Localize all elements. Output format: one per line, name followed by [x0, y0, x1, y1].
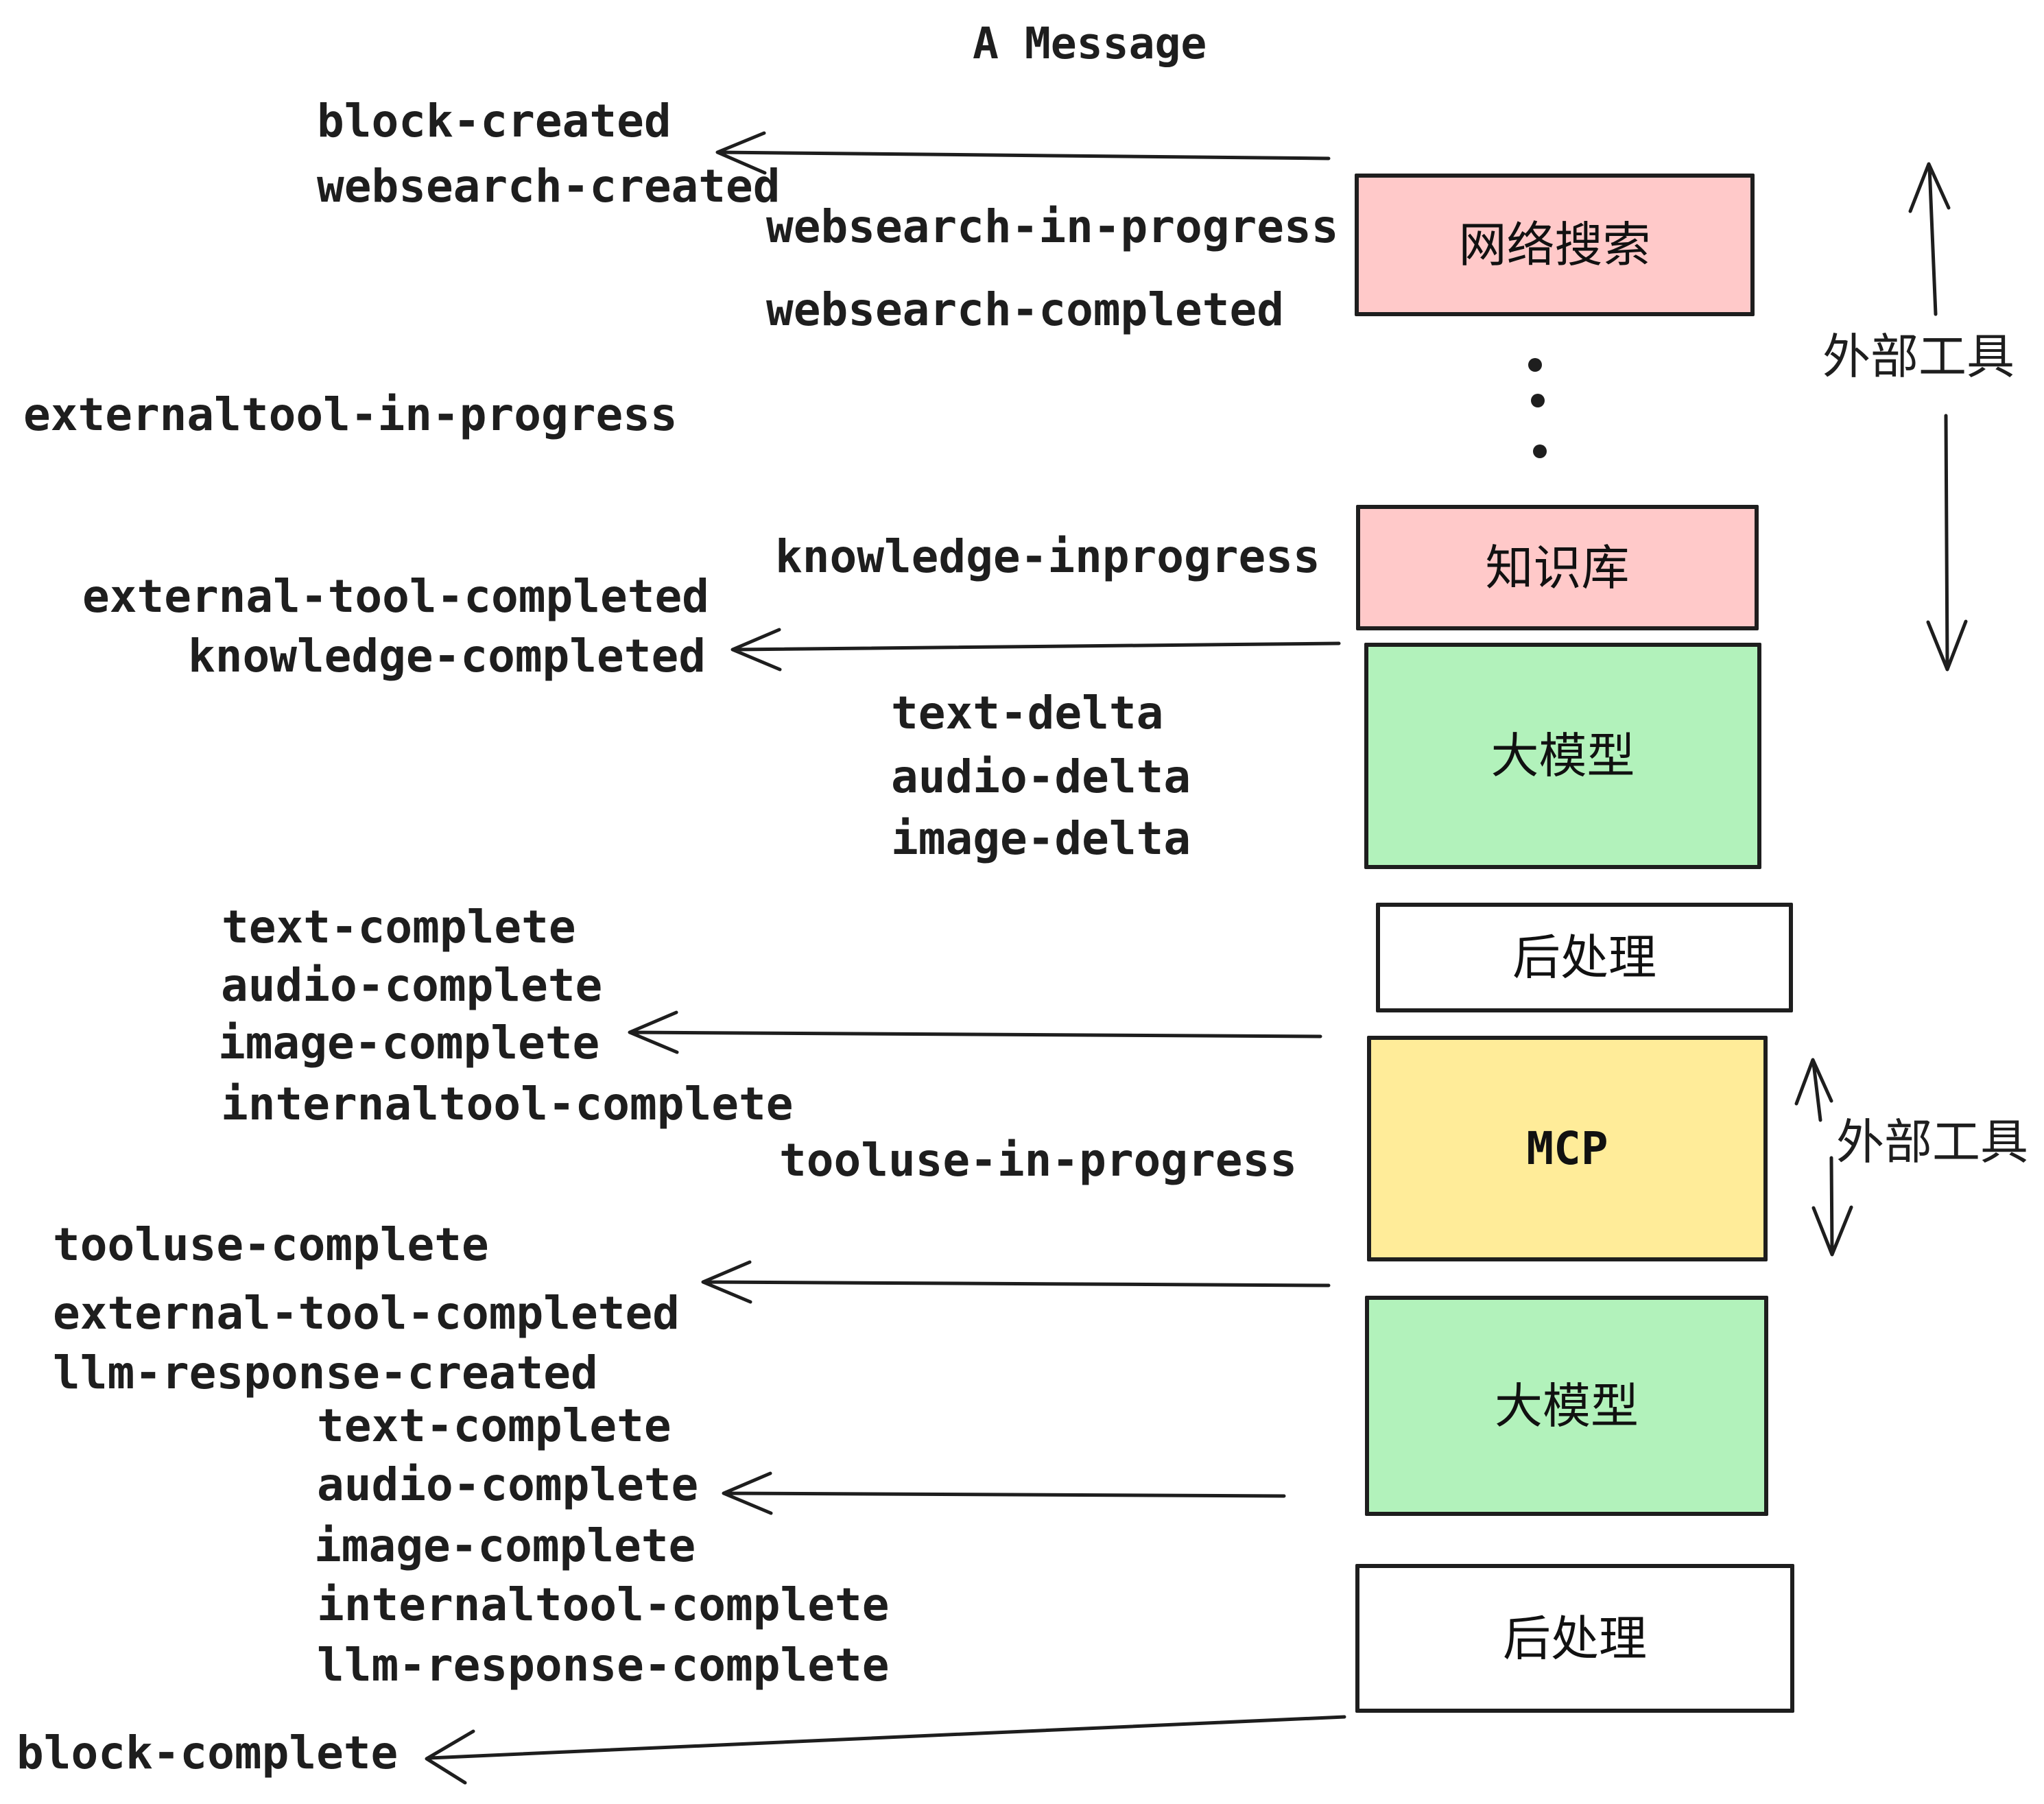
box-websearch: 网络搜索	[1355, 174, 1755, 316]
event-label-audio-complete-2: audio-complete	[317, 1458, 699, 1511]
event-label-audio-complete-1: audio-complete	[221, 959, 603, 1012]
box-llm-1: 大模型	[1364, 643, 1761, 869]
event-label-audio-delta-1: audio-delta	[891, 750, 1191, 803]
event-label-knowledge-inprogress: knowledge-inprogress	[775, 530, 1320, 583]
event-label-tooluse-in-progress: tooluse-in-progress	[779, 1134, 1297, 1187]
event-label-text-complete-1: text-complete	[222, 901, 576, 953]
arrow-to-knowledge-completed	[730, 628, 1341, 672]
external-tools-label-1: 外部工具	[1822, 330, 2015, 383]
event-label-image-delta-1: image-delta	[891, 812, 1191, 865]
external-tools-label-2: 外部工具	[1836, 1115, 2028, 1169]
box-postprocess-2-label: 后处理	[1503, 1611, 1647, 1665]
ellipsis-dot	[1531, 394, 1545, 407]
event-label-internaltool-complete-2: internaltool-complete	[317, 1578, 890, 1631]
event-label-text-complete-2: text-complete	[317, 1399, 672, 1452]
box-websearch-label: 网络搜索	[1458, 218, 1651, 272]
event-label-llm-response-complete: llm-response-complete	[317, 1639, 890, 1692]
event-label-internaltool-complete-1: internaltool-complete	[221, 1078, 794, 1130]
event-label-knowledge-completed: knowledge-completed	[188, 630, 706, 683]
box-postprocess-1: 后处理	[1376, 903, 1793, 1012]
arrow-to-image-complete	[628, 1010, 1322, 1054]
event-label-external-tool-completed-1: external-tool-completed	[82, 570, 709, 623]
event-label-image-complete-1: image-complete	[218, 1017, 600, 1069]
box-postprocess-2: 后处理	[1355, 1564, 1794, 1713]
event-label-image-complete-2: image-complete	[314, 1519, 696, 1572]
event-label-websearch-in-progress: websearch-in-progress	[766, 200, 1339, 253]
box-knowledge: 知识库	[1356, 505, 1759, 630]
page-title: A Message	[973, 19, 1207, 69]
event-label-llm-response-created: llm-response-created	[53, 1346, 598, 1399]
arrow-to-block-complete	[425, 1715, 1346, 1785]
external-tools-down-arrow-1	[1926, 414, 1968, 672]
event-label-external-tool-completed-2: external-tool-completed	[53, 1287, 680, 1340]
external-tools-up-arrow-1	[1908, 162, 1951, 316]
box-llm-2: 大模型	[1365, 1296, 1768, 1516]
event-label-block-complete: block-complete	[16, 1726, 399, 1779]
event-label-block-created: block-created	[317, 95, 672, 147]
external-tools-down-arrow-2	[1811, 1156, 1853, 1257]
event-label-websearch-created: websearch-created	[317, 160, 781, 213]
event-label-text-delta-1: text-delta	[891, 687, 1164, 739]
external-tools-up-arrow-2	[1794, 1058, 1833, 1122]
box-postprocess-1-label: 后处理	[1512, 931, 1656, 984]
event-label-websearch-completed: websearch-completed	[766, 283, 1284, 336]
arrow-to-external-tool-completed	[701, 1260, 1331, 1304]
box-llm-1-label: 大模型	[1490, 729, 1635, 783]
arrow-to-block-created	[715, 131, 1331, 175]
ellipsis-dots	[1528, 358, 1547, 458]
event-label-tooluse-complete: tooluse-complete	[53, 1218, 489, 1271]
box-llm-2-label: 大模型	[1495, 1379, 1639, 1433]
box-mcp-label: MCP	[1526, 1121, 1608, 1175]
event-label-externaltool-in-progress: externaltool-in-progress	[23, 388, 678, 441]
box-knowledge-label: 知识库	[1485, 541, 1630, 595]
arrow-to-audio-complete	[722, 1471, 1286, 1515]
box-mcp: MCP	[1367, 1036, 1768, 1261]
ellipsis-dot	[1528, 358, 1542, 372]
ellipsis-dot	[1533, 444, 1547, 458]
